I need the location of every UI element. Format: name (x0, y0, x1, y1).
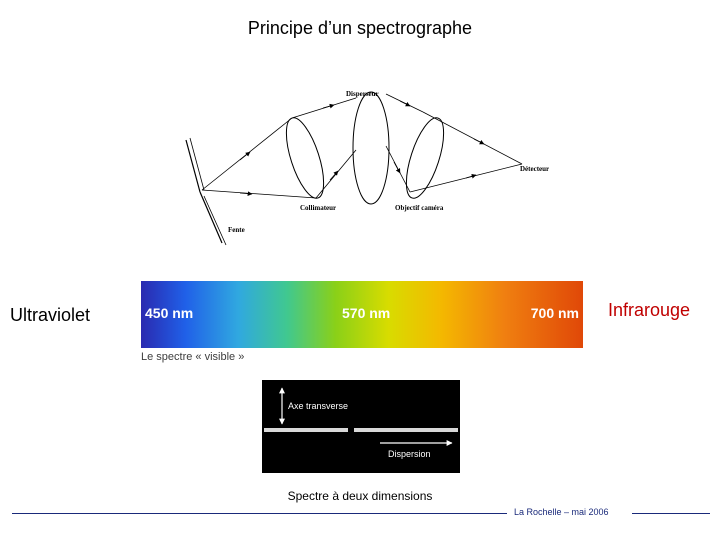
two-dimensional-spectrum-caption: Spectre à deux dimensions (287, 489, 433, 503)
spectrograph-diagram: Disperseur Détecteur Collimateur Objecti… (185, 90, 549, 246)
disperser-shape (352, 91, 390, 205)
collimator-label: Collimateur (300, 204, 336, 212)
spectrum-trace (264, 428, 458, 432)
page-title: Principe d’un spectrographe (247, 18, 473, 38)
slit-shape (185, 137, 227, 246)
transverse-axis-label: Axe transverse (288, 401, 348, 411)
dispersion-label: Dispersion (388, 449, 431, 459)
detector-label: Détecteur (520, 165, 549, 173)
footer-text: La Rochelle – mai 2006 (514, 507, 609, 517)
footer-rule-left (12, 513, 507, 514)
camera-lens (405, 117, 445, 199)
ultraviolet-label: Ultraviolet (10, 305, 91, 325)
wavelength-label-570: 570 nm (342, 305, 391, 321)
camera-lens-label: Objectif caméra (395, 204, 444, 212)
spectrum-trace-gap (348, 427, 354, 433)
light-rays (201, 93, 523, 199)
disperser-label: Disperseur (346, 90, 379, 98)
two-dimensional-spectrum-image: Axe transverse Dispersion (262, 380, 460, 473)
wavelength-label-450: 450 nm (145, 305, 194, 321)
wavelength-label-700: 700 nm (530, 305, 579, 321)
visible-spectrum-bar: 450 nm 570 nm 700 nm (141, 281, 583, 348)
infrared-label: Infrarouge (608, 300, 691, 320)
footer-rule-right (632, 513, 710, 514)
slit-label: Fente (228, 226, 245, 234)
visible-spectrum-caption: Le spectre « visible » (141, 351, 245, 363)
